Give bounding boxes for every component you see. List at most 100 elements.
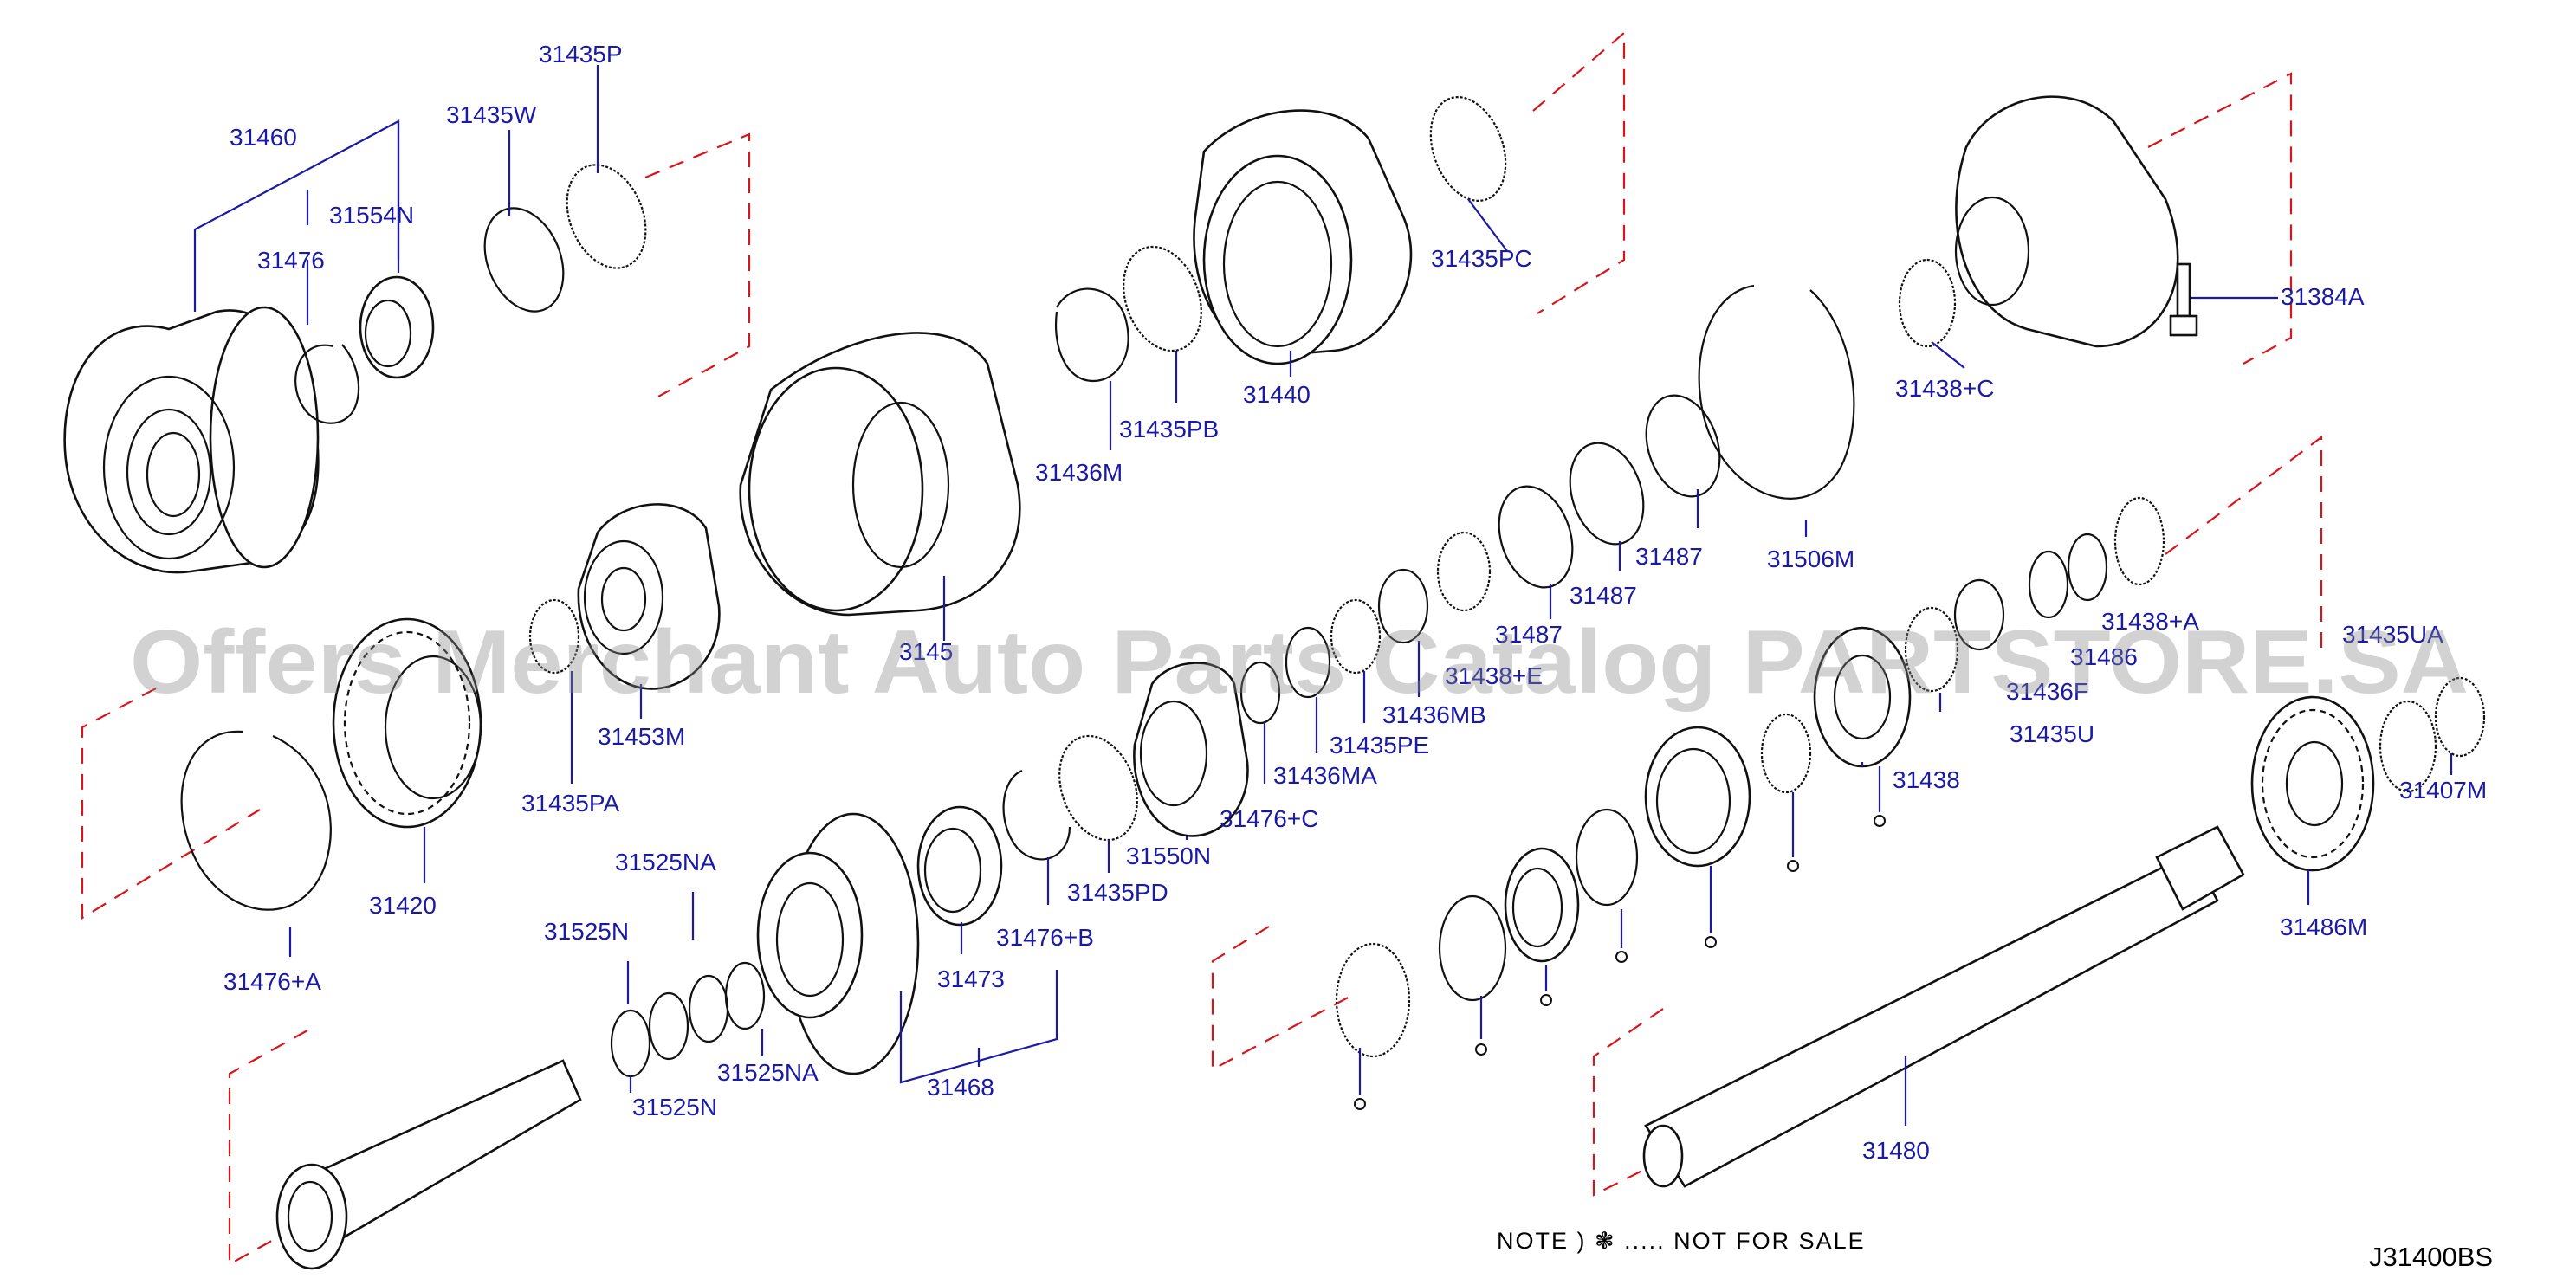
part-31438E-washer (1436, 531, 1492, 612)
part-31438A-washer (2113, 496, 2165, 586)
part-nfs-ring-a (1575, 808, 1639, 907)
watermark: Offers Merchant Auto Parts Catalog PARTS… (130, 612, 2469, 713)
part-31476-snap-ring (294, 344, 360, 424)
part-31525N-ring-b (610, 1009, 651, 1078)
label-31476B: 31476+B (996, 924, 1094, 951)
part-31435PB-washer (1123, 245, 1202, 352)
part-31506M-snap-ring (1698, 284, 1855, 500)
label-31525N-top: 31525N (544, 918, 629, 945)
label-31453M: 31453M (598, 723, 685, 750)
label-31436F: 31436F (2006, 678, 2088, 705)
part-31554N-bearing (359, 275, 435, 379)
part-31460-drum (63, 306, 320, 574)
part-nfs-washer-a (1760, 713, 1812, 794)
assembly-guide-lines (81, 30, 2323, 1266)
label-31435PE: 31435PE (1330, 732, 1429, 759)
part-31435UA-washer (2379, 700, 2437, 793)
part-31487-ring-a (1645, 394, 1721, 498)
part-31407M-ring (2434, 676, 2486, 758)
part-nfs-ring-b (1438, 894, 1507, 1002)
part-31420-gear (332, 617, 482, 829)
label-31476: 31476 (257, 247, 325, 274)
part-31436MA-ring (1285, 626, 1331, 699)
label-31550N: 31550N (1126, 843, 1211, 869)
part-rear-housing (1954, 95, 2179, 348)
part-31476A-snap-ring (180, 730, 332, 911)
leader-lines (193, 65, 2453, 1126)
part-31436MB-ring (1377, 568, 1429, 644)
label-31525N-bot: 31525N (632, 1094, 717, 1120)
part-31525NA-ring-b (688, 974, 729, 1043)
label-31525NA-top: 31525NA (615, 849, 716, 875)
part-31435PA-washer (528, 598, 580, 675)
label-31435PA: 31435PA (521, 790, 619, 817)
label-31435PB: 31435PB (1119, 416, 1219, 442)
label-31487b: 31487 (1570, 582, 1637, 609)
label-31487c: 31487 (1495, 621, 1563, 648)
label-31435W: 31435W (446, 101, 537, 128)
part-31476C-ring (1239, 661, 1281, 725)
label-31473: 31473 (937, 965, 1005, 992)
part-31476B-snap-ring (1002, 769, 1071, 861)
part-31435W-washer (483, 207, 565, 313)
part-31435P-washer (566, 164, 647, 269)
label-31451: 3145 (899, 638, 953, 665)
label-31407M: 31407M (2399, 777, 2487, 804)
label-31438E: 31438+E (1445, 662, 1543, 689)
label-31554N: 31554N (329, 202, 414, 229)
part-31480-shaft (1642, 825, 2245, 1188)
part-31435U-washer (1904, 606, 1959, 693)
not-for-sale-markers (1354, 815, 1886, 1110)
part-31525N-ring-a (648, 991, 689, 1061)
part-31384A-bolt (2169, 262, 2198, 337)
label-31436M: 31436M (1035, 459, 1123, 486)
part-31453M-carrier (577, 503, 721, 690)
label-31438A: 31438+A (2101, 608, 2199, 635)
label-31384A: 31384A (2281, 283, 2365, 310)
part-31438C-washer (1898, 258, 1957, 348)
part-31487-ring-c (1498, 485, 1574, 589)
part-31525NA-ring-a (724, 961, 766, 1030)
part-nfs-bearing-a (1644, 726, 1751, 868)
part-31451-drum (739, 332, 1021, 617)
part-31487-ring-b (1569, 442, 1645, 546)
not-for-sale-note: NOTE ) ❃ ..... NOT FOR SALE (1497, 1228, 1866, 1254)
label-31525NA-bot: 31525NA (717, 1059, 819, 1086)
part-labels: 31460 31435P 31435W 31554N 31476 31435PC… (223, 41, 2487, 1164)
label-31476A: 31476+A (223, 968, 321, 995)
label-31506M: 31506M (1767, 546, 1854, 572)
part-31486M-gear (2250, 695, 2375, 872)
part-31436F-ring (1953, 578, 2005, 651)
label-31486: 31486 (2070, 643, 2138, 670)
part-31435PC-washer (1429, 96, 1507, 202)
label-31435U: 31435U (2010, 720, 2094, 747)
part-31468-drum (756, 812, 920, 1075)
part-input-shaft (275, 1059, 582, 1270)
label-31435PC: 31435PC (1431, 245, 1532, 272)
part-31486-ring-b (2028, 550, 2069, 619)
part-nfs-shim (1335, 942, 1411, 1058)
label-31436MB: 31436MB (1382, 701, 1486, 728)
label-31460: 31460 (230, 124, 297, 151)
label-31468: 31468 (927, 1074, 994, 1101)
part-31550N-carrier (1133, 662, 1249, 837)
part-31435PE-washer (1330, 598, 1382, 675)
label-31438: 31438 (1893, 766, 1960, 793)
label-31476C: 31476+C (1220, 805, 1318, 832)
label-31435UA: 31435UA (2342, 621, 2443, 648)
part-31436M-ring (1055, 287, 1129, 383)
label-31440: 31440 (1243, 381, 1311, 408)
diagram-code: J31400BS (2369, 1242, 2493, 1272)
label-31486M: 31486M (2280, 914, 2367, 940)
part-31440-hub (1193, 109, 1413, 365)
label-31420: 31420 (369, 892, 437, 919)
label-31436MA: 31436MA (1273, 762, 1377, 789)
label-31480: 31480 (1862, 1137, 1930, 1164)
part-31486-ring-a (2067, 533, 2108, 602)
part-31473-bearing (916, 805, 1003, 927)
label-31438C: 31438+C (1895, 375, 1994, 402)
part-nfs-bearing-b (1504, 847, 1580, 963)
label-31435PD: 31435PD (1067, 879, 1168, 906)
label-31435P: 31435P (539, 41, 623, 68)
